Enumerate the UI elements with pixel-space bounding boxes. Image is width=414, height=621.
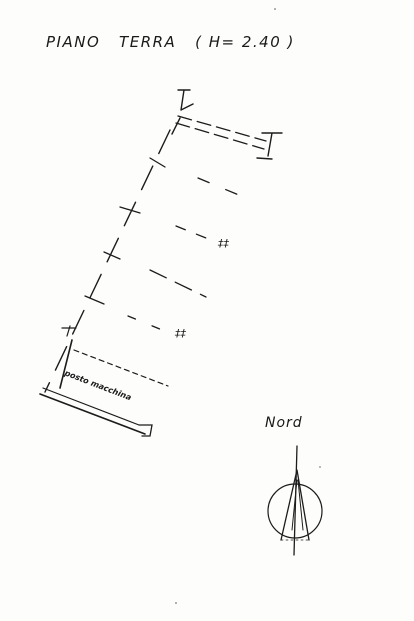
stair-mark-1: ‡‡ xyxy=(217,237,230,250)
stall-line-1 xyxy=(149,157,166,168)
stall-line-2 xyxy=(119,206,141,214)
left-dashed-wall xyxy=(44,129,171,393)
parking-plan: ‡‡ ‡‡ xyxy=(39,89,283,437)
parking-space-label: posto macchina xyxy=(62,368,132,402)
bottom-wall-outer xyxy=(39,393,146,435)
bottom-wall-inner xyxy=(42,387,140,426)
wall-stub xyxy=(61,325,77,337)
stair-mark-2: ‡‡ xyxy=(174,327,187,340)
bottom-wall-end xyxy=(138,424,153,437)
drawing-title: PIANO TERRA ( H= 2.40 ) xyxy=(46,33,295,51)
parking-top-dashed xyxy=(73,349,169,387)
top-wall-corner xyxy=(171,89,194,135)
top-right-end-mark xyxy=(256,132,283,160)
paper-marks xyxy=(175,8,321,604)
dashed-line-1 xyxy=(197,177,247,199)
north-label: Nord xyxy=(265,415,303,431)
top-dashed-wall xyxy=(175,115,267,150)
dashed-line-2 xyxy=(175,225,217,243)
dashed-line-3 xyxy=(149,269,207,298)
north-arrow-icon xyxy=(267,445,323,556)
dashed-line-4 xyxy=(127,315,173,335)
stall-line-4 xyxy=(84,295,105,305)
parking-left-wall xyxy=(59,339,73,389)
stall-line-3 xyxy=(103,251,121,260)
